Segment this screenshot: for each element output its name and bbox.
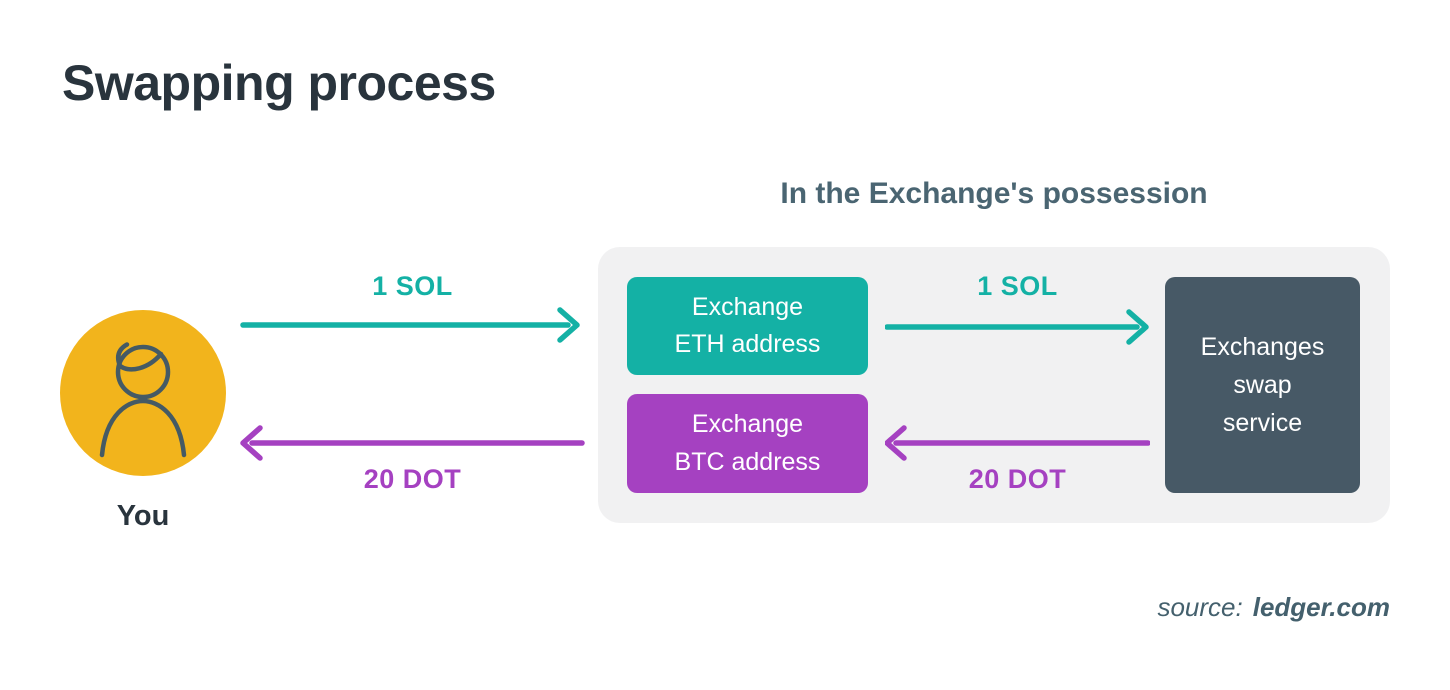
arrow-right-icon-eth-to-swap <box>885 307 1150 347</box>
exchange-btc-address-box: Exchange BTC address <box>627 394 868 493</box>
btc-box-line2: BTC address <box>674 447 821 476</box>
arrow-left-icon-swap-to-btc <box>885 423 1150 463</box>
swap-box-line1: Exchanges <box>1200 333 1325 361</box>
flow-label-btc-to-you: 20 DOT <box>363 464 462 494</box>
exchanges-swap-service-box: Exchanges swap service <box>1165 277 1360 493</box>
btc-box-line1: Exchange <box>691 410 804 438</box>
source-prefix: source: <box>1157 592 1243 622</box>
flow-label-swap-to-btc: 20 DOT <box>968 464 1067 494</box>
page-title: Swapping process <box>62 55 496 111</box>
source-name: ledger.com <box>1252 592 1390 622</box>
arrow-right-icon-you-to-eth <box>240 305 585 345</box>
arrow-left-icon-btc-to-you <box>240 423 585 463</box>
swap-box-line2: swap <box>1233 371 1292 399</box>
actor-label: You <box>116 500 170 532</box>
eth-box-line2: ETH address <box>674 330 821 358</box>
user-avatar <box>60 310 226 476</box>
person-icon <box>99 342 187 458</box>
flow-label-eth-to-swap: 1 SOL <box>977 271 1058 301</box>
eth-box-line1: Exchange <box>691 292 804 321</box>
flow-label-you-to-eth: 1 SOL <box>372 271 453 301</box>
exchange-eth-address-box: Exchange ETH address <box>627 277 868 375</box>
panel-heading: In the Exchange's possession <box>780 177 1208 210</box>
swap-box-line3: service <box>1222 409 1303 437</box>
source-attribution: source: ledger.com <box>890 592 1390 623</box>
